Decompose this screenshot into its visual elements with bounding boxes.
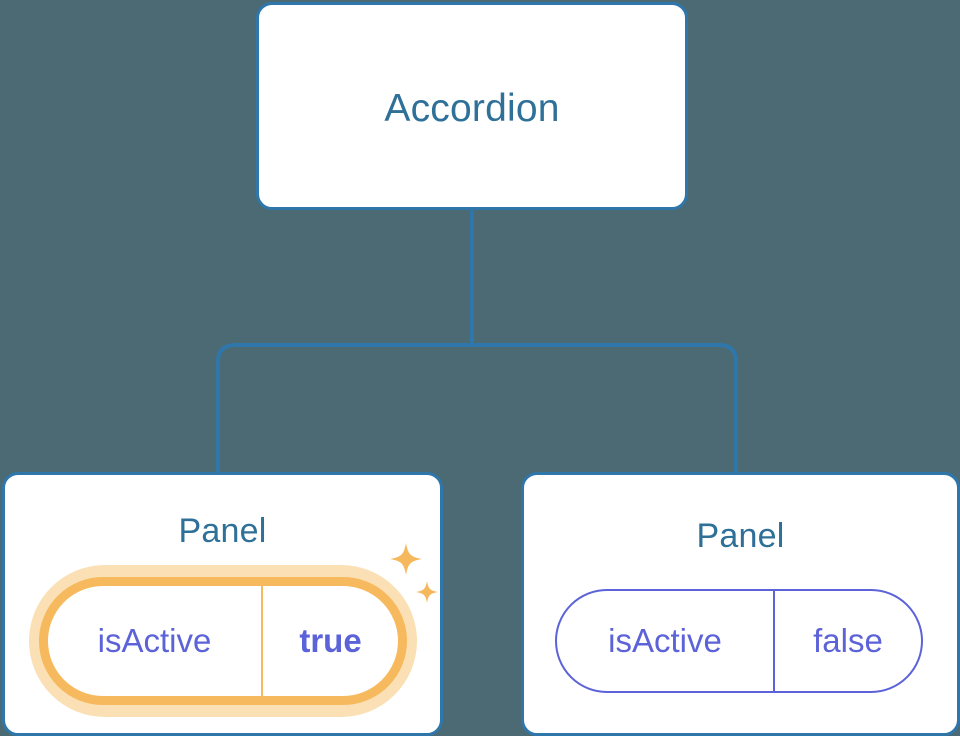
prop-pill-active-wrapper: isActive true — [29, 565, 417, 717]
prop-key-isactive: isActive — [97, 622, 212, 659]
prop-key-isactive: isActive — [608, 622, 722, 659]
connector-branch-bus — [216, 343, 738, 472]
node-panel-inactive-title: Panel — [696, 517, 785, 555]
prop-value-true: true — [261, 586, 398, 696]
prop-pill-isactive-false[interactable]: isActive false — [555, 589, 923, 693]
node-panel-active-title: Panel — [178, 512, 267, 550]
node-accordion[interactable]: Accordion — [256, 2, 688, 210]
prop-value-false: false — [773, 591, 921, 691]
prop-pill-isactive-true[interactable]: isActive true — [39, 577, 407, 705]
node-accordion-title: Accordion — [384, 87, 560, 130]
